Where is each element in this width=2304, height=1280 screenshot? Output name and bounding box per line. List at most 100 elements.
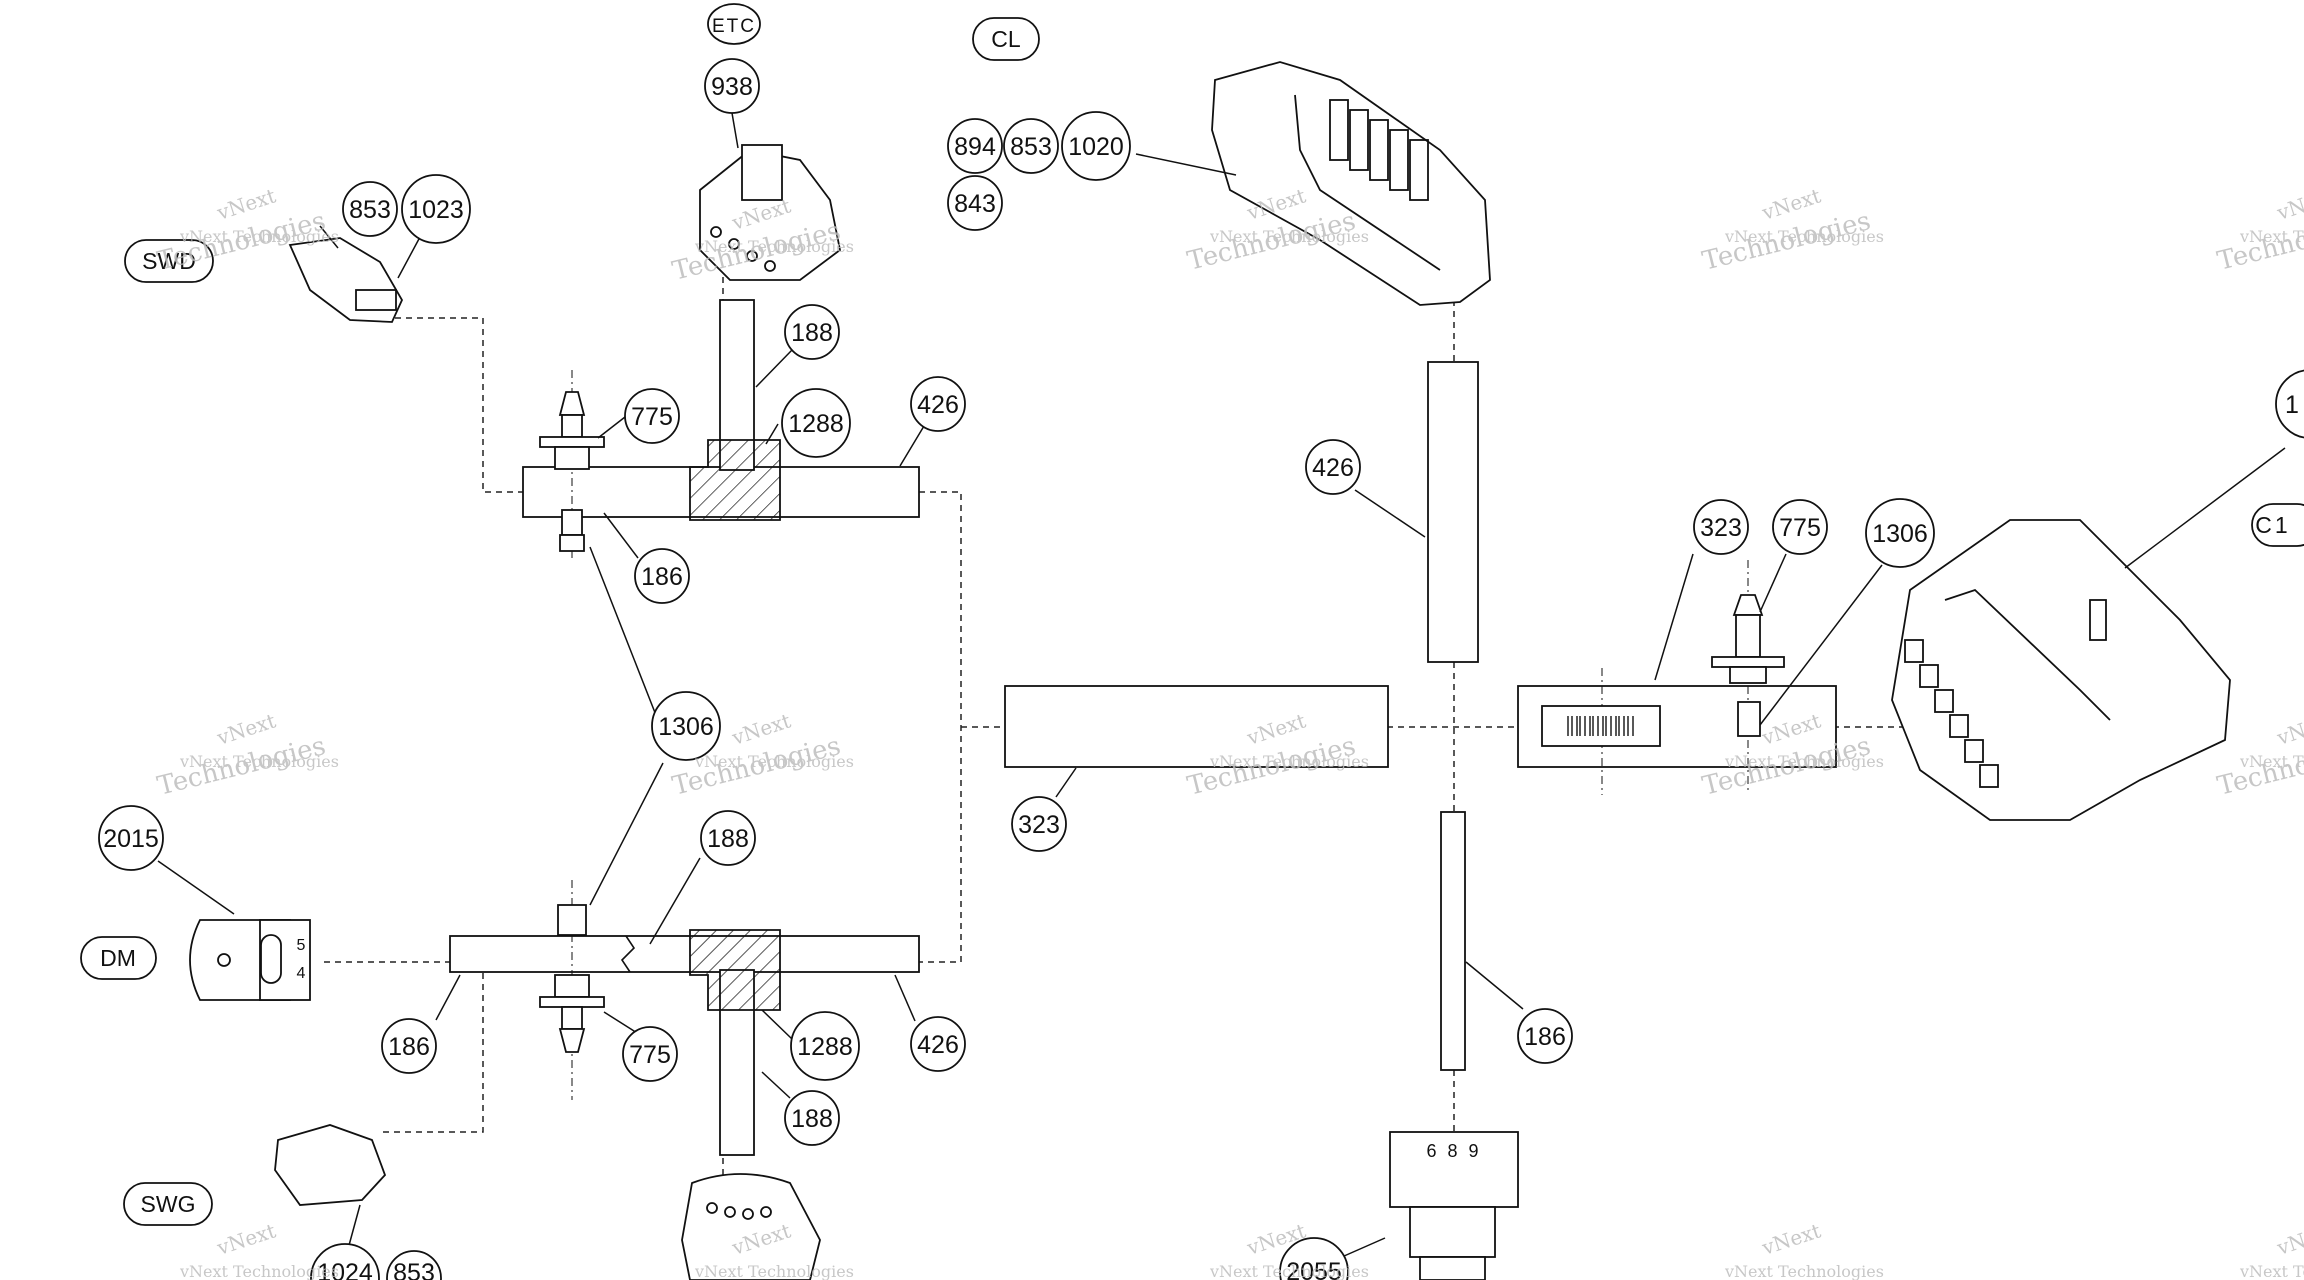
svg-text:186: 186 (641, 563, 683, 591)
watermark: vNext vNext Technologies Technologies (2214, 183, 2304, 276)
svg-text:853: 853 (393, 1259, 435, 1280)
callout-188-top: 188 (784, 304, 840, 360)
callout-323-mid: 323 (1011, 796, 1067, 852)
svg-text:2015: 2015 (103, 825, 159, 853)
svg-text:vNext Technologies: vNext Technologies (179, 1262, 339, 1280)
callout-1306-right: 1306 (1865, 498, 1935, 568)
tag-c1: C1 (2251, 503, 2304, 547)
svg-text:1306: 1306 (1872, 520, 1928, 548)
callout-426-bottom: 426 (910, 1016, 966, 1072)
wire-routes (324, 255, 1950, 1280)
callout-938: 938 (704, 58, 760, 114)
callout-894: 894 (947, 118, 1003, 174)
svg-text:323: 323 (1700, 514, 1742, 542)
callout-balloons: 938 853 1023 894 853 1020 843 188 775 12… (98, 58, 2304, 1280)
svg-text:vNext Technologies: vNext Technologies (1209, 227, 1369, 246)
svg-text:1023: 1023 (408, 196, 464, 224)
connector-2055 (1389, 1131, 1519, 1280)
svg-text:2055: 2055 (1286, 1258, 1342, 1280)
callout-853-swd: 853 (342, 181, 398, 237)
barcode-label (1541, 668, 1661, 795)
svg-text:426: 426 (917, 391, 959, 419)
svg-text:vNext: vNext (1758, 1218, 1823, 1260)
connector-cl (1211, 61, 1491, 306)
svg-text:vNext: vNext (2273, 1218, 2304, 1260)
callout-186-vertical: 186 (1517, 1008, 1573, 1064)
svg-text:vNext Technologies: vNext Technologies (694, 237, 854, 256)
svg-text:SWD: SWD (142, 248, 196, 274)
callout-186-top: 186 (634, 548, 690, 604)
callout-2015: 2015 (98, 805, 164, 871)
connector-c1 (1891, 519, 2231, 821)
connector-swd (288, 237, 404, 323)
watermark: vNext vNext Technologies (2239, 1218, 2304, 1280)
callout-775-top: 775 (624, 388, 680, 444)
svg-text:188: 188 (707, 825, 749, 853)
svg-text:C1: C1 (2255, 512, 2290, 538)
svg-text:vNext Technologies: vNext Technologies (694, 1262, 854, 1280)
callout-1-edge: 1 (2275, 369, 2304, 439)
svg-text:323: 323 (1018, 811, 1060, 839)
callout-186-bottom: 186 (381, 1018, 437, 1074)
segment-426-vertical (1427, 361, 1479, 663)
watermark: vNext vNext Technologies (179, 1218, 339, 1280)
svg-text:853: 853 (349, 196, 391, 224)
connector-dm (189, 919, 311, 1001)
segment-323-center (1004, 685, 1389, 768)
svg-text:vNext Technologies: vNext Technologies (694, 752, 854, 771)
svg-text:CL: CL (991, 26, 1021, 52)
callout-188-bottom: 188 (784, 1090, 840, 1146)
break-mark (620, 935, 636, 973)
connector-pin-labels: 5 4 6 8 9 (297, 937, 1481, 1161)
connector-swg (274, 1124, 387, 1206)
callout-188-mid: 188 (700, 810, 756, 866)
svg-text:vNext: vNext (2273, 708, 2304, 750)
callout-2055: 2055 (1279, 1237, 1349, 1280)
svg-text:ETC: ETC (712, 16, 756, 37)
svg-text:426: 426 (1312, 454, 1354, 482)
svg-text:SWG: SWG (141, 1191, 196, 1217)
svg-text:775: 775 (629, 1041, 671, 1069)
svg-text:775: 775 (1779, 514, 1821, 542)
svg-text:426: 426 (917, 1031, 959, 1059)
clip-bottom-left (539, 880, 605, 1100)
svg-text:1020: 1020 (1068, 133, 1124, 161)
clip-right (1711, 560, 1785, 790)
callout-1023: 1023 (401, 174, 471, 244)
tape-1288-bottom (689, 929, 781, 1011)
svg-text:853: 853 (1010, 133, 1052, 161)
bottom-connector-pins: 6 8 9 (1426, 1141, 1481, 1161)
svg-text:843: 843 (954, 190, 996, 218)
svg-text:1288: 1288 (788, 410, 844, 438)
tag-swd: SWD (124, 239, 214, 283)
svg-text:188: 188 (791, 1105, 833, 1133)
tape-1288-top (689, 439, 781, 521)
svg-text:vNext Technologies: vNext Technologies (2239, 227, 2304, 246)
svg-text:vNext Technologies: vNext Technologies (1724, 752, 1884, 771)
callout-775-bottom: 775 (622, 1026, 678, 1082)
svg-text:vNext: vNext (213, 1218, 278, 1260)
svg-text:186: 186 (388, 1033, 430, 1061)
callout-323-right: 323 (1693, 499, 1749, 555)
dm-pin-label-2: 4 (297, 965, 306, 982)
clip-top-left (539, 370, 605, 560)
svg-text:1: 1 (2285, 391, 2299, 419)
tag-etc: ETC (707, 3, 761, 45)
callout-843: 843 (947, 175, 1003, 231)
svg-text:vNext Technologies: vNext Technologies (179, 227, 339, 246)
svg-text:938: 938 (711, 73, 753, 101)
svg-text:894: 894 (954, 133, 996, 161)
harness-segments (449, 299, 1837, 1156)
tag-swg: SWG (123, 1182, 213, 1226)
svg-text:vNext Technologies: vNext Technologies (1209, 1262, 1369, 1280)
segment-186-vertical (1440, 811, 1466, 1071)
svg-text:188: 188 (791, 319, 833, 347)
watermark: vNext vNext Technologies Technologies (1699, 183, 1884, 276)
connector-etc (699, 144, 841, 281)
svg-text:1288: 1288 (797, 1033, 853, 1061)
callout-1288-top: 1288 (781, 388, 851, 458)
svg-text:DM: DM (100, 945, 136, 971)
dm-pin-label-1: 5 (297, 937, 306, 954)
svg-text:186: 186 (1524, 1023, 1566, 1051)
